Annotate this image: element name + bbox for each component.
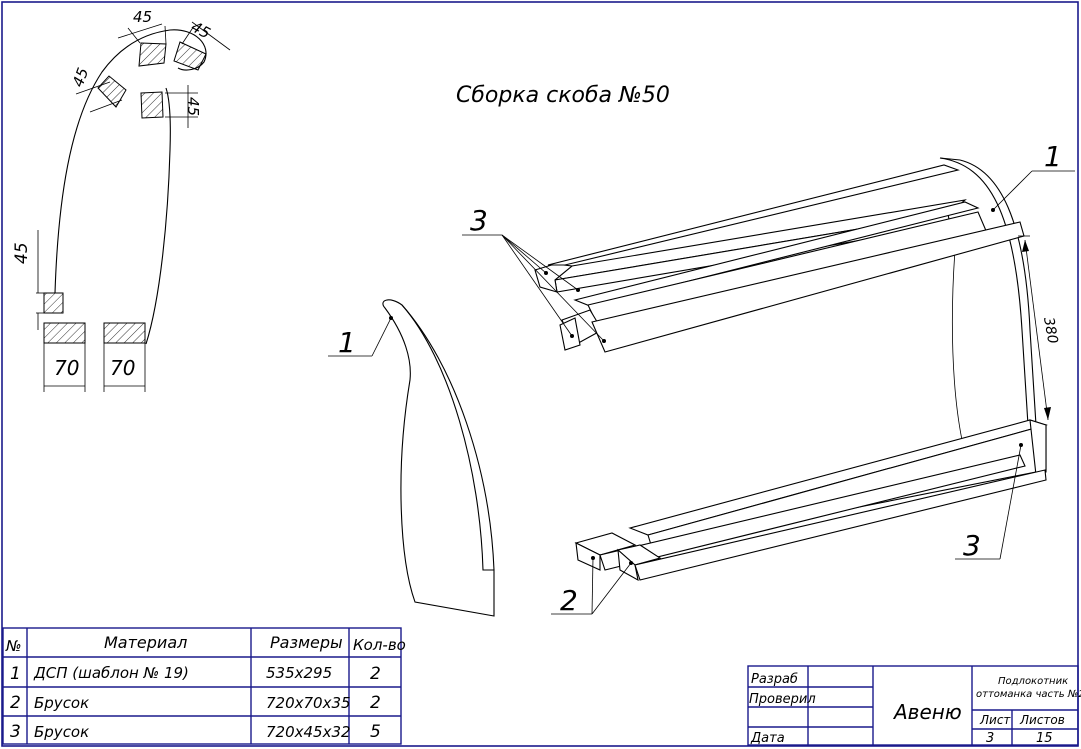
bom-row-2-n: 2 — [10, 693, 21, 713]
profile-sketch: 70 70 45 45 45 45 45 — [12, 8, 231, 392]
tb-listov-label: Листов — [1019, 713, 1065, 727]
tb-product-line-2: оттоманка часть №2 — [976, 689, 1081, 700]
bom-header-size: Размеры — [270, 633, 343, 652]
hatched-sections — [43, 41, 207, 344]
dim-70-a: 70 — [54, 356, 79, 380]
dim-45-right: 45 — [184, 97, 202, 116]
bom-row-2-size: 720х70х35 — [266, 694, 351, 712]
bom-row-3-n: 3 — [10, 722, 21, 742]
tb-proveril-label: Проверил — [749, 692, 816, 707]
dim-45-top-right: 45 — [188, 18, 213, 43]
tb-listov-value: 15 — [1036, 731, 1053, 746]
bom-row-1-n: 1 — [10, 664, 21, 684]
tb-razrab-label: Разраб — [751, 672, 798, 687]
bom-row-2-material: Брусок — [34, 694, 89, 712]
bom-row-3-size: 720х45х32 — [266, 723, 351, 741]
dim-45-vertical: 45 — [12, 242, 32, 264]
bom-header-qty: Кол-во — [353, 636, 406, 654]
callout-panel-right: 1 — [1044, 140, 1062, 173]
drawing-title: Сборка скоба №50 — [456, 83, 670, 108]
tb-list-label: Лист — [979, 713, 1011, 727]
dim-45-top: 45 — [133, 8, 152, 26]
bom-row-3-material: Брусок — [34, 723, 89, 741]
callout-bars-bottom: 2 — [560, 584, 578, 617]
bom-header-n: № — [5, 637, 22, 655]
bom-row-1-qty: 2 — [370, 664, 381, 684]
right-assembly — [534, 157, 1051, 582]
title-block — [747, 665, 1079, 746]
tb-company: Авеню — [892, 700, 962, 724]
tb-list-value: 3 — [986, 731, 994, 746]
bom-row-1-material: ДСП (шаблон № 19) — [33, 664, 189, 682]
tb-date-label: Дата — [750, 731, 785, 746]
bom-header-material: Материал — [104, 633, 187, 652]
bom-row-3-qty: 5 — [370, 722, 381, 742]
bom-row-1-size: 535х295 — [266, 664, 332, 682]
callout-bar-right: 3 — [963, 529, 981, 562]
tb-product-line-1: Подлокотник — [998, 676, 1068, 687]
callout-panel-left: 1 — [338, 326, 356, 359]
dim-380: 380 — [1040, 316, 1060, 345]
callout-bars-top: 3 — [470, 204, 488, 237]
dim-70-b: 70 — [110, 356, 135, 380]
bom-row-2-qty: 2 — [370, 693, 381, 713]
panel-left — [382, 299, 495, 617]
dim-45-left: 45 — [69, 65, 92, 89]
bom-table — [2, 627, 402, 745]
